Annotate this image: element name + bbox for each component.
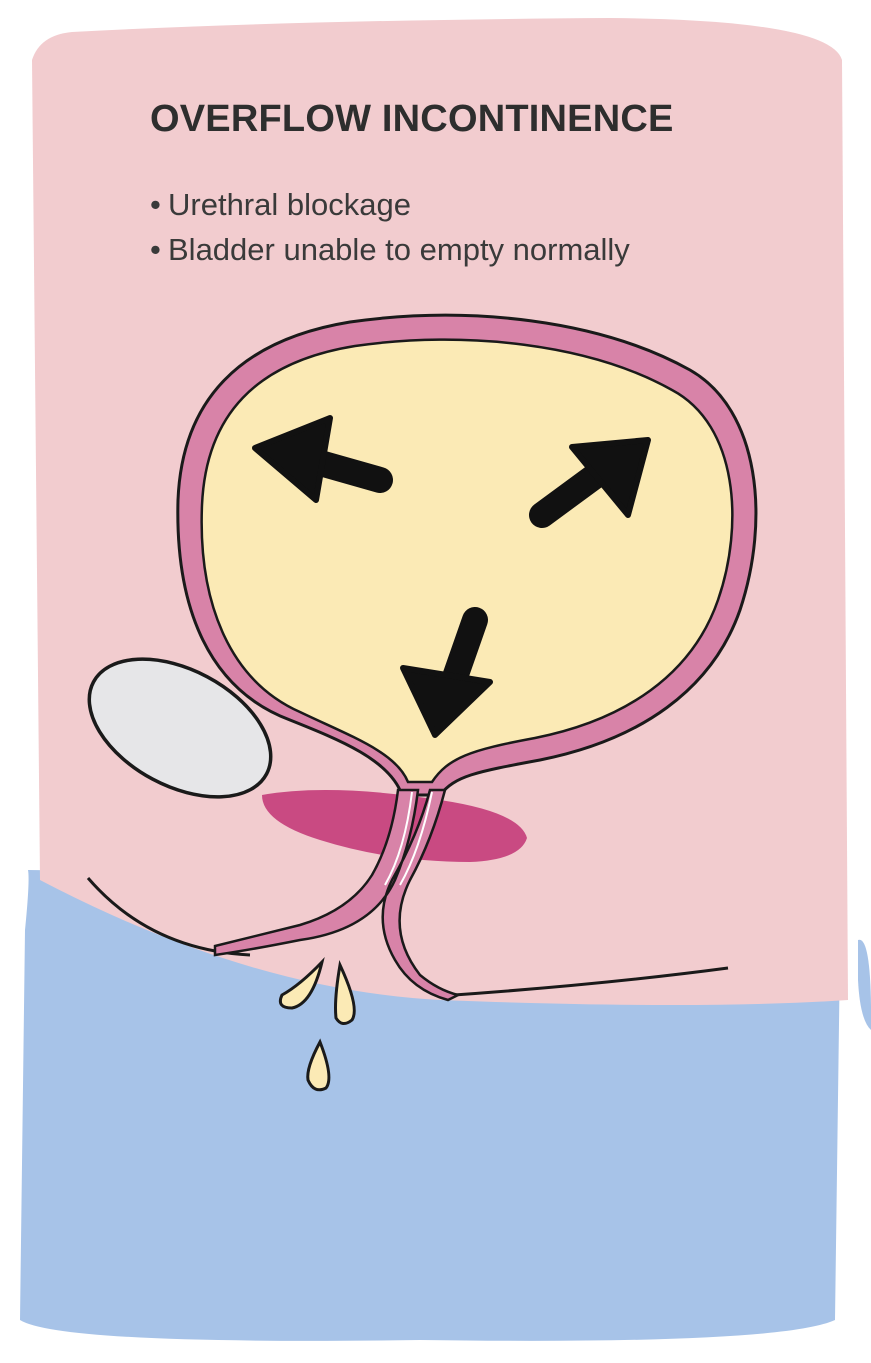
diagram-title: OVERFLOW INCONTINENCE — [150, 98, 674, 141]
bullet-dot-icon: • — [150, 182, 168, 227]
bullet-list: •Urethral blockage •Bladder unable to em… — [150, 182, 630, 272]
bullet-dot-icon: • — [150, 227, 168, 272]
bullet-item: •Bladder unable to empty normally — [150, 227, 630, 272]
right-edge-blue — [858, 940, 871, 1030]
caption-block: OVERFLOW INCONTINENCE •Urethral blockage… — [0, 0, 871, 300]
bullet-item: •Urethral blockage — [150, 182, 630, 227]
